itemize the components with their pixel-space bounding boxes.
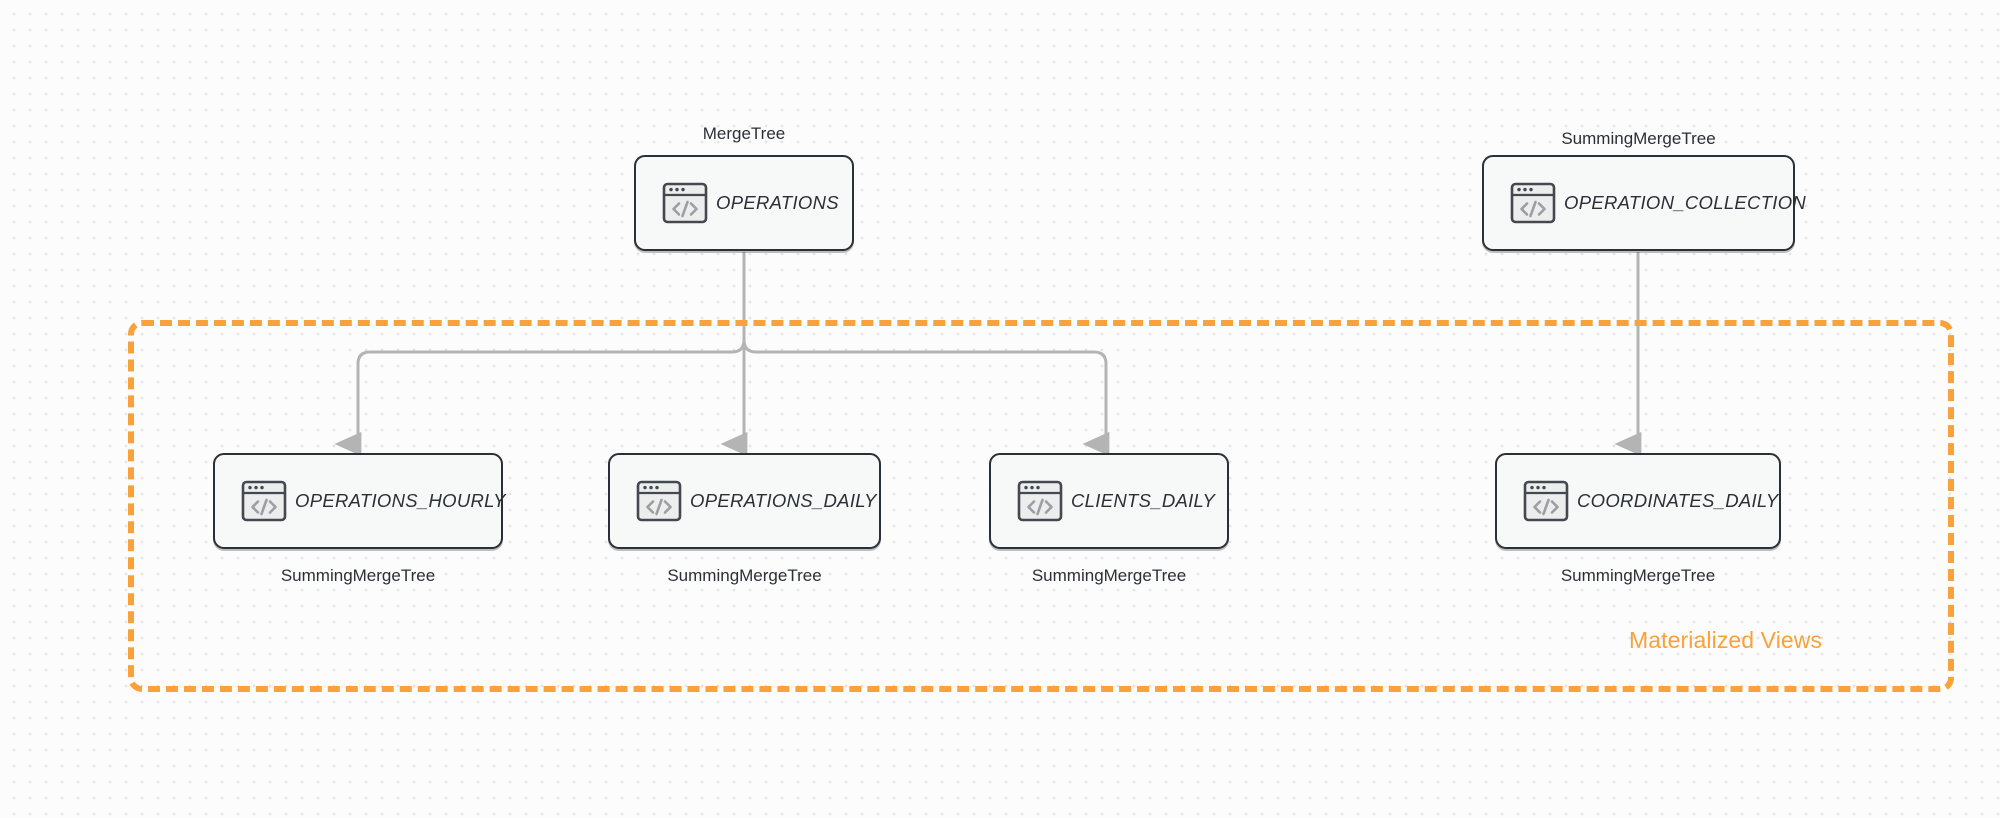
engine-caption-operations: MergeTree <box>702 124 786 143</box>
code-window-icon <box>662 182 708 224</box>
code-window-icon <box>1523 480 1569 522</box>
materialized-views-group <box>128 320 1954 692</box>
code-window-icon <box>1510 182 1556 224</box>
node-operation-collection[interactable]: OPERATION_COLLECTION <box>1482 155 1806 251</box>
code-window-icon <box>636 480 682 522</box>
node-operations[interactable]: OPERATIONS <box>634 155 854 251</box>
node-coordinates-daily[interactable]: COORDINATES_DAILY <box>1495 453 1781 549</box>
engine-caption-clients-daily: SummingMergeTree <box>1031 566 1187 585</box>
node-label-operations: OPERATIONS <box>716 192 839 213</box>
node-label-coordinates-daily: COORDINATES_DAILY <box>1577 490 1779 511</box>
node-operations-daily[interactable]: OPERATIONS_DAILY <box>608 453 881 549</box>
node-clients-daily[interactable]: CLIENTS_DAILY <box>989 453 1229 549</box>
engine-caption-operation-collection: SummingMergeTree <box>1561 129 1716 148</box>
node-label-operations-hourly: OPERATIONS_HOURLY <box>295 490 506 511</box>
engine-caption-operations-hourly: SummingMergeTree <box>280 566 436 585</box>
node-label-operation-collection: OPERATION_COLLECTION <box>1564 192 1807 213</box>
engine-caption-operations-daily: SummingMergeTree <box>667 566 822 585</box>
node-label-operations-daily: OPERATIONS_DAILY <box>690 490 877 511</box>
node-operations-hourly[interactable]: OPERATIONS_HOURLY <box>213 453 505 549</box>
engine-caption-coordinates-daily: SummingMergeTree <box>1560 566 1716 585</box>
materialized-views-group-label: Materialized Views <box>1629 627 1823 653</box>
code-window-icon <box>1017 480 1063 522</box>
node-label-clients-daily: CLIENTS_DAILY <box>1071 490 1216 511</box>
code-window-icon <box>241 480 287 522</box>
